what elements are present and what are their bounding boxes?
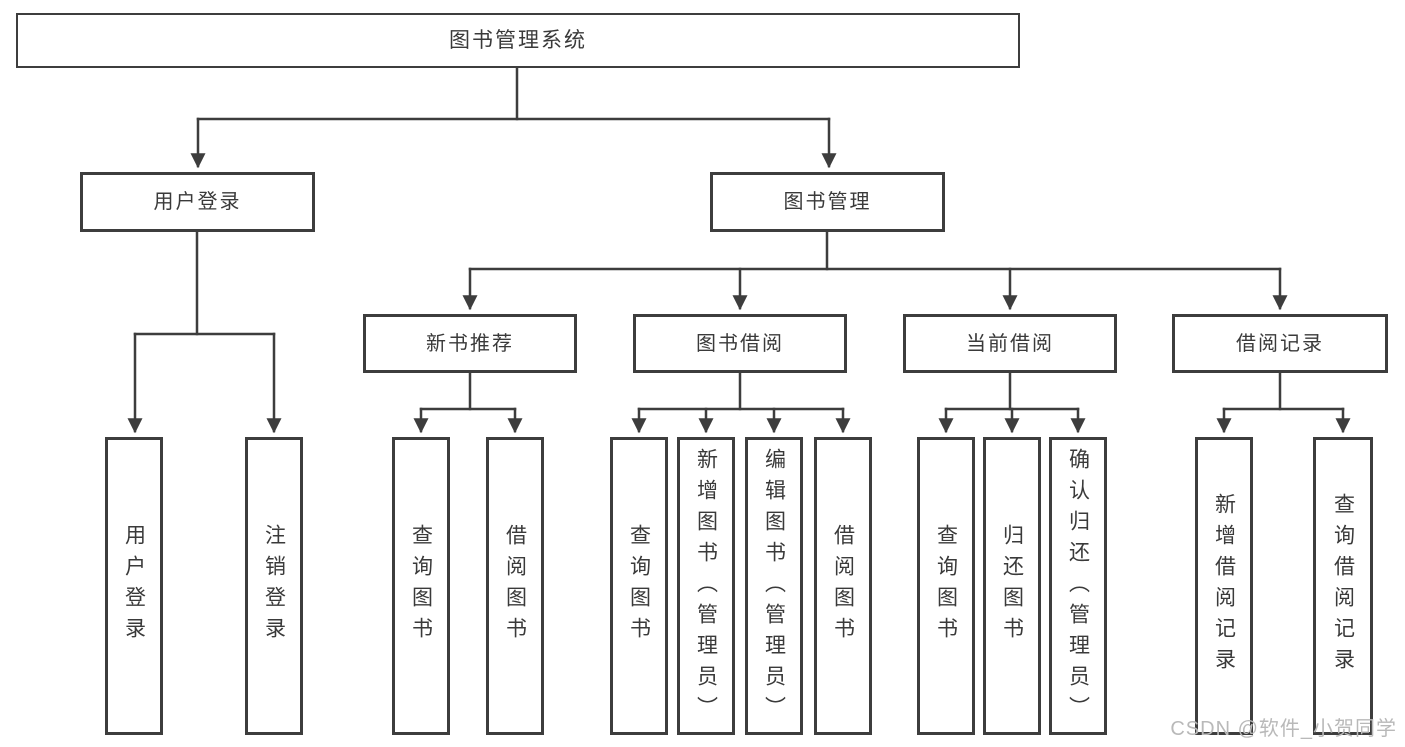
node-current-borrow: 当前借阅	[903, 314, 1117, 373]
node-user-login: 用户登录	[80, 172, 315, 232]
leaf-borrow-book: 借阅图书	[814, 437, 872, 735]
connector-new-book-recommend	[413, 369, 523, 434]
leaf-edit-book-admin: 编辑图书（管理员）	[745, 437, 803, 735]
connector-user-login	[127, 228, 282, 434]
leaf-logout: 注销登录	[245, 437, 303, 735]
leaf-add-borrow-record: 新增借阅记录	[1195, 437, 1253, 735]
leaf-query-borrow-record: 查询借阅记录	[1313, 437, 1373, 735]
connector-book-management	[462, 228, 1288, 311]
node-borrow-record: 借阅记录	[1172, 314, 1388, 373]
leaf-current-query-book: 查询图书	[917, 437, 975, 735]
node-library-management-system: 图书管理系统	[16, 13, 1020, 68]
leaf-borrow-query-book: 查询图书	[610, 437, 668, 735]
connector-current-borrow	[938, 369, 1086, 434]
leaf-confirm-return-admin: 确认归还（管理员）	[1049, 437, 1107, 735]
connector-book-borrow	[631, 369, 851, 434]
node-book-borrow: 图书借阅	[633, 314, 847, 373]
node-book-management: 图书管理	[710, 172, 945, 232]
leaf-return-book: 归还图书	[983, 437, 1041, 735]
leaf-recommend-query-book: 查询图书	[392, 437, 450, 735]
node-new-book-recommend: 新书推荐	[363, 314, 577, 373]
csdn-watermark: CSDN @软件_小贺同学	[1170, 718, 1397, 740]
leaf-add-book-admin: 新增图书（管理员）	[677, 437, 735, 735]
leaf-user-login: 用户登录	[105, 437, 163, 735]
connector-root	[190, 64, 837, 169]
leaf-recommend-borrow-book: 借阅图书	[486, 437, 544, 735]
connector-borrow-record	[1216, 369, 1351, 434]
